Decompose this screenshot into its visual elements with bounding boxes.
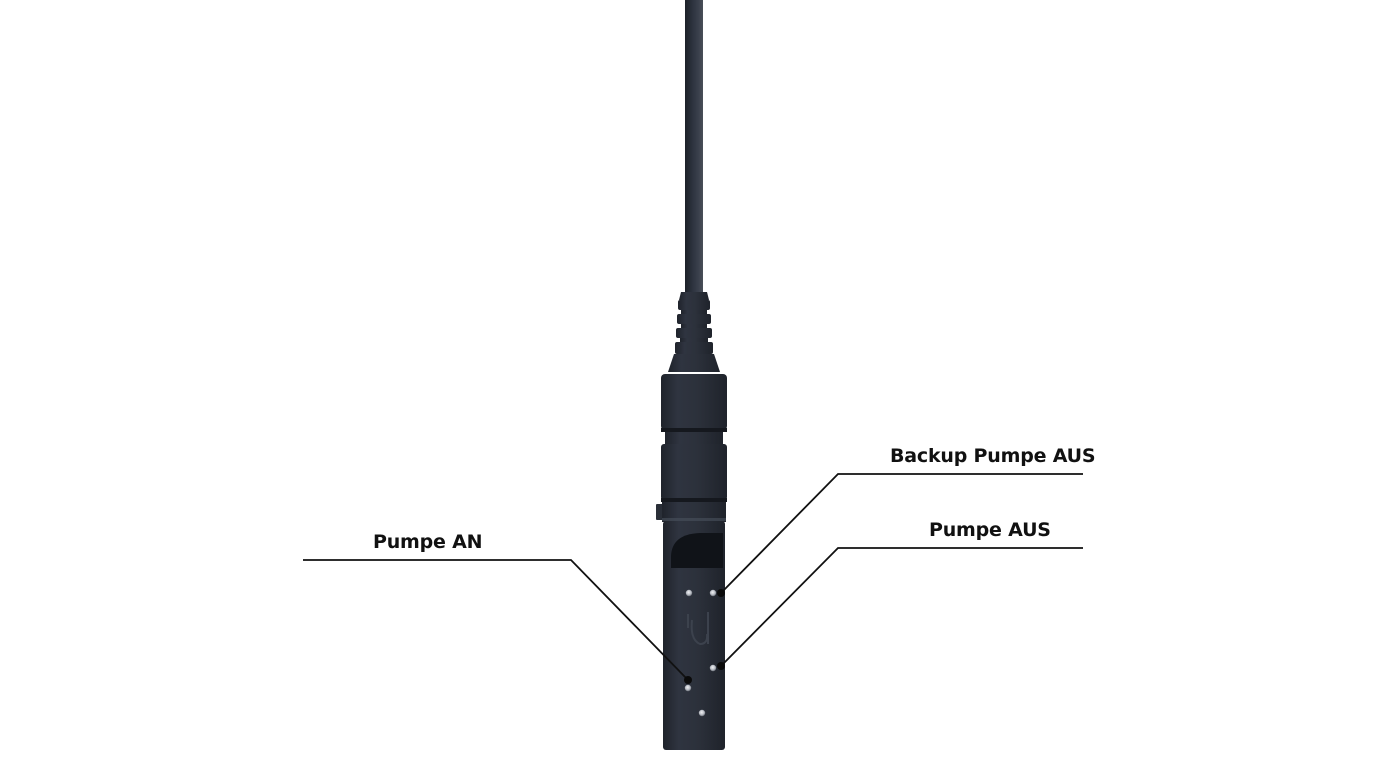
probe-body [663, 521, 725, 750]
leader-dots [684, 589, 725, 684]
label-pump-off: Pumpe AUS [929, 519, 1051, 541]
leader-pump-on [303, 559, 689, 681]
contact-pins [684, 589, 717, 717]
label-pump-on: Pumpe AN [373, 531, 483, 553]
strain-relief [668, 292, 720, 372]
leader-lines [303, 473, 1083, 681]
connector-collar [656, 374, 727, 522]
leader-backup-pump-off [720, 473, 1083, 594]
label-backup-pump-off: Backup Pumpe AUS [890, 445, 1096, 467]
cable [685, 0, 703, 295]
leader-pump-off [720, 547, 1083, 667]
